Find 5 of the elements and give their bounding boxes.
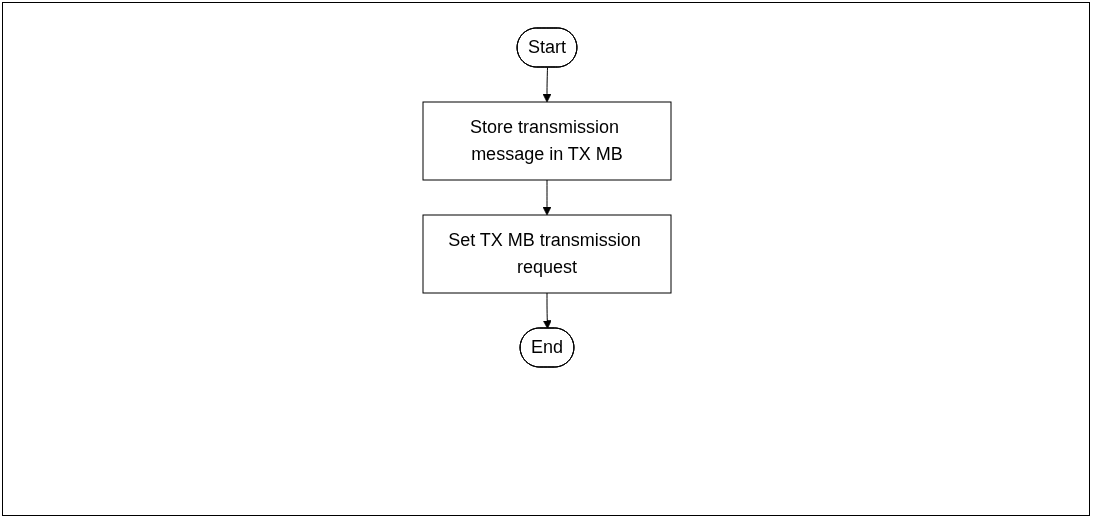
node-box: Set TX MB transmission request	[422, 214, 672, 294]
node-box: Store transmission message in TX MB	[422, 101, 672, 181]
arrow	[542, 179, 552, 216]
arrow	[542, 292, 552, 329]
arrow	[542, 67, 552, 103]
